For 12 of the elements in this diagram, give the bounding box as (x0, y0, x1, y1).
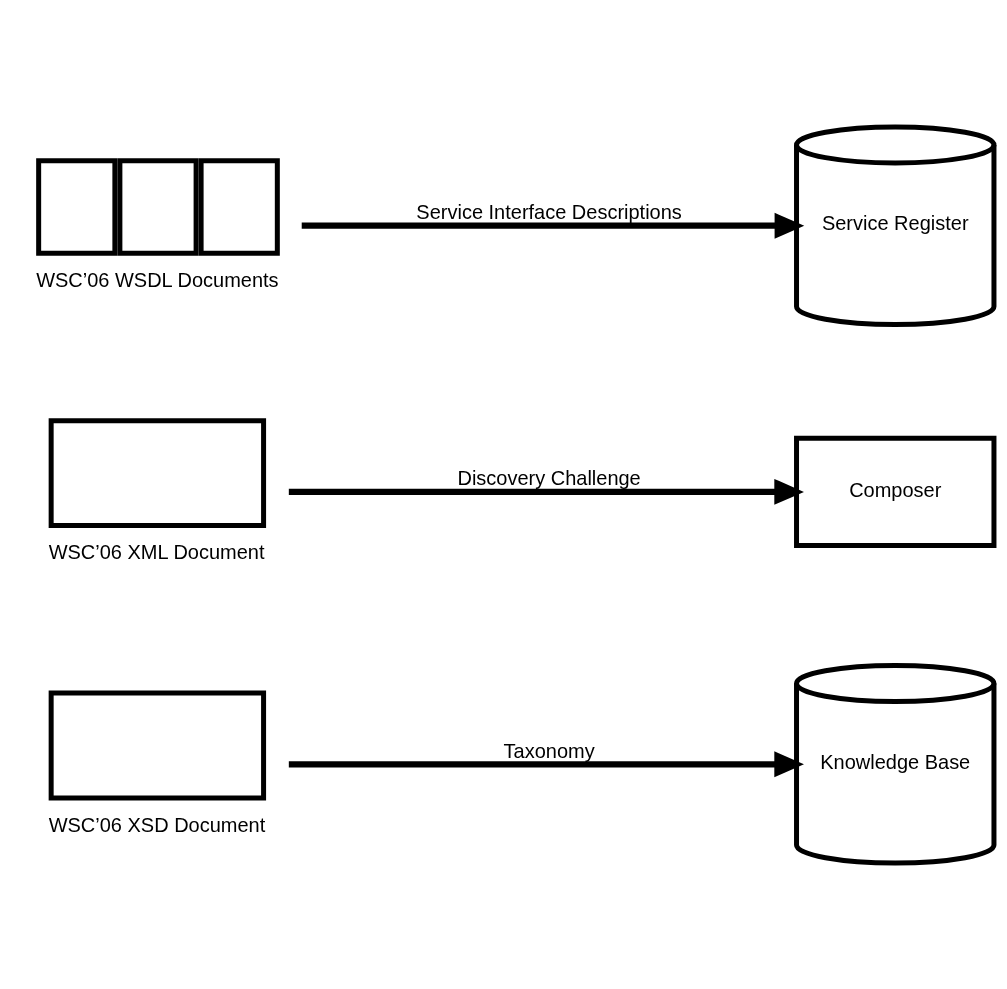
node-box (48, 690, 267, 800)
arrow (288, 750, 804, 777)
node-box: Composer (794, 435, 997, 548)
edge-label: Taxonomy (503, 739, 595, 762)
node-label: WSC’06 XSD Document (48, 813, 266, 836)
arrow (301, 212, 805, 239)
edge-label: Discovery Challenge (457, 466, 641, 489)
node-label: WSC’06 XML Document (48, 540, 265, 563)
node-box (48, 417, 267, 528)
edge-label: Service Interface Descriptions (416, 200, 682, 223)
node-label: WSC’06 WSDL Documents (36, 268, 279, 291)
arrow (288, 478, 804, 505)
